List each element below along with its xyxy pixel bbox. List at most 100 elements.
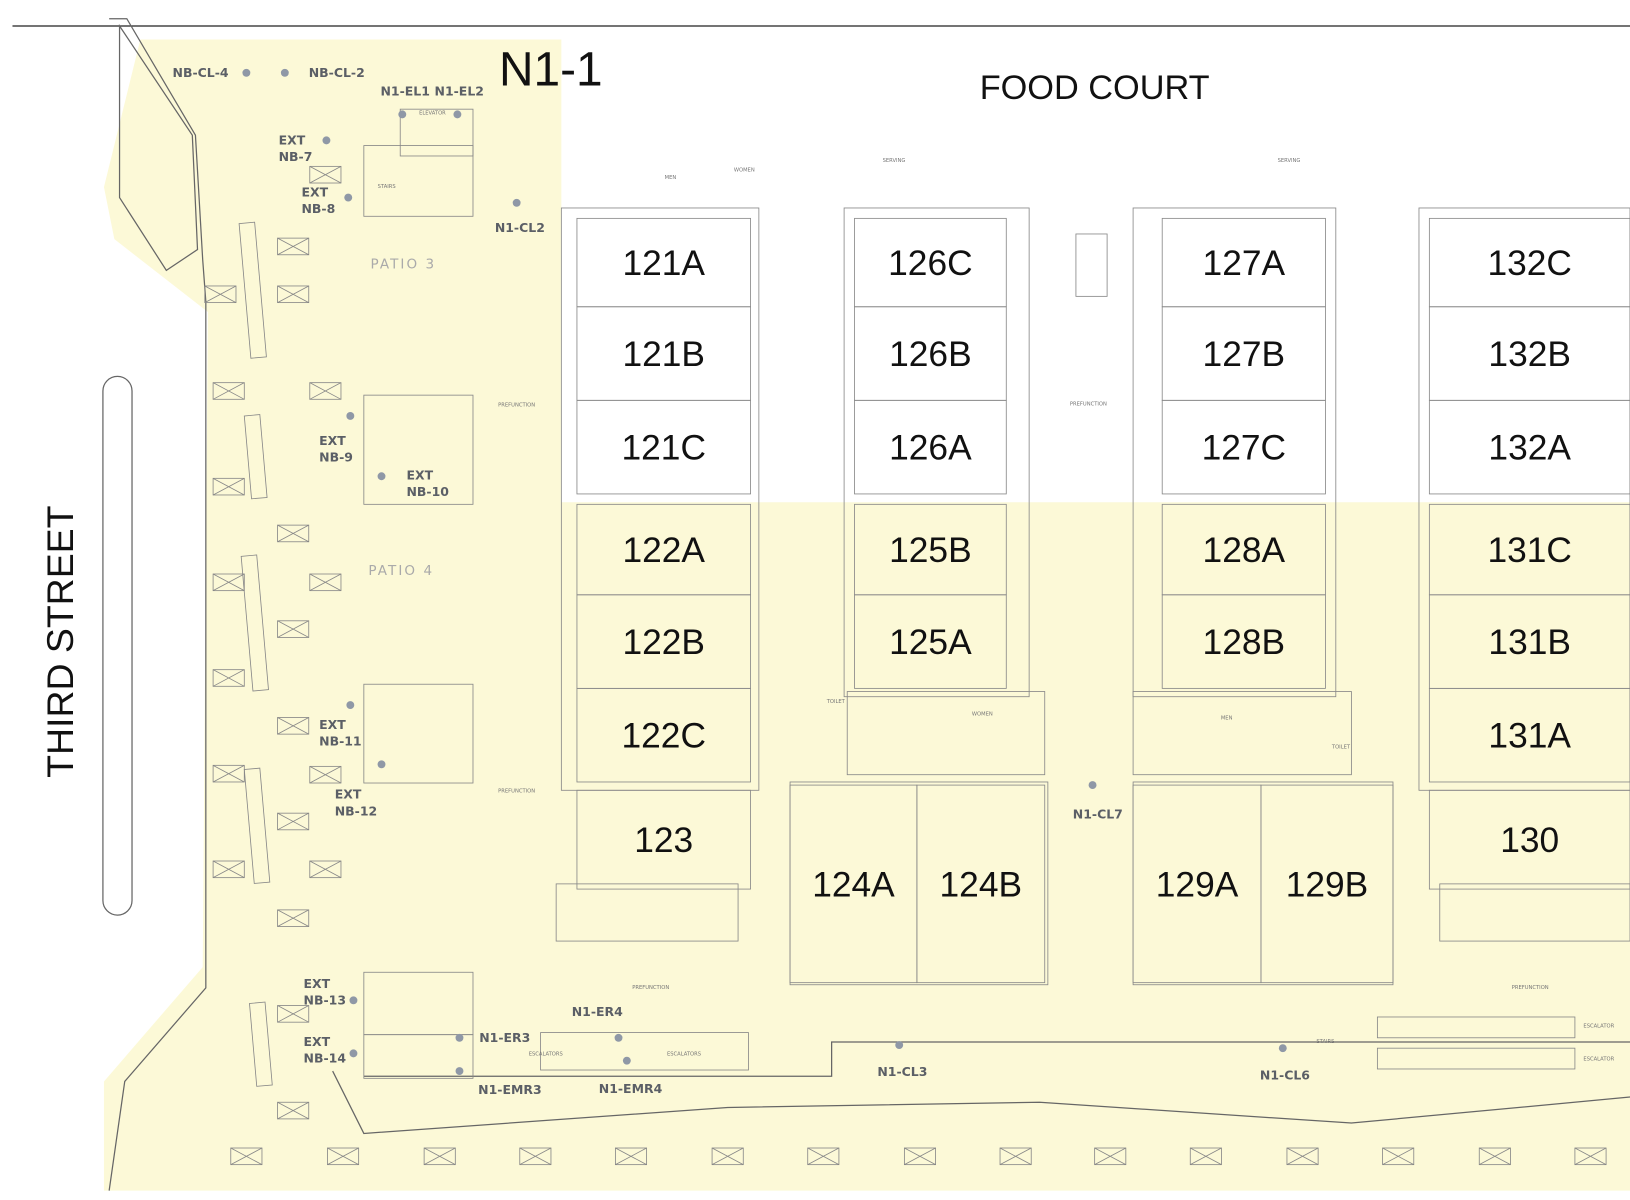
room-122c[interactable]: 122C	[576, 687, 751, 783]
room-125a[interactable]: 125A	[854, 594, 1007, 689]
location-dot[interactable]	[280, 68, 289, 77]
small-label: STAIRS	[1316, 1039, 1334, 1045]
planter-box	[277, 620, 310, 638]
location-dot[interactable]	[1088, 781, 1097, 790]
room-130[interactable]: 130	[1428, 789, 1630, 890]
room-121b[interactable]: 121B	[576, 306, 751, 401]
planter-box	[1094, 1147, 1127, 1166]
room-122a[interactable]: 122A	[576, 503, 751, 596]
location-n1-cl3[interactable]: N1-CL3	[877, 1041, 927, 1079]
room-123[interactable]: 123	[576, 789, 751, 890]
planter-box	[277, 1101, 310, 1120]
room-label: 122C	[622, 717, 706, 756]
location-dot[interactable]	[1278, 1044, 1287, 1053]
room-label: 123	[634, 821, 693, 860]
location-dot[interactable]	[455, 1033, 464, 1042]
room-121a[interactable]: 121A	[576, 217, 751, 308]
location-dot[interactable]	[377, 472, 386, 481]
planter-box	[1382, 1147, 1415, 1166]
planter-box	[309, 165, 342, 184]
room-131a[interactable]: 131A	[1428, 687, 1630, 783]
location-dot[interactable]	[377, 760, 386, 769]
location-dot[interactable]	[614, 1033, 623, 1042]
location-dot[interactable]	[346, 701, 355, 709]
location-label: N1-CL3	[877, 1064, 927, 1079]
location-dot[interactable]	[322, 136, 331, 145]
location-dot[interactable]	[455, 1067, 464, 1076]
room-126c[interactable]: 126C	[854, 217, 1007, 308]
location-n1-er4[interactable]: N1-ER4	[572, 1004, 623, 1042]
room-label: 122B	[622, 623, 705, 662]
room-122b[interactable]: 122B	[576, 594, 751, 689]
room-132b[interactable]: 132B	[1428, 306, 1630, 401]
location-n1-el2[interactable]: N1-EL2	[435, 84, 484, 119]
location-dot[interactable]	[242, 68, 251, 77]
location-n1-cl7[interactable]: N1-CL7	[1073, 781, 1123, 821]
planter-box	[309, 382, 342, 400]
room-131c[interactable]: 131C	[1428, 503, 1630, 596]
location-dot[interactable]	[349, 1049, 358, 1058]
planter-box	[309, 573, 342, 592]
room-127a[interactable]: 127A	[1161, 217, 1326, 308]
room-label: 132C	[1487, 244, 1571, 283]
room-127c[interactable]: 127C	[1161, 399, 1326, 495]
planter-box	[212, 669, 245, 687]
location-n1-emr3[interactable]: N1-EMR3	[455, 1067, 542, 1097]
location-dot[interactable]	[895, 1041, 904, 1050]
location-label: EXT	[304, 976, 331, 991]
location-dot[interactable]	[453, 110, 462, 119]
room-121c[interactable]: 121C	[576, 399, 751, 495]
room-124a[interactable]: 124A	[789, 784, 918, 984]
location-dot[interactable]	[349, 996, 358, 1005]
room-126a[interactable]: 126A	[854, 399, 1007, 495]
room-outline	[1161, 399, 1326, 495]
room-label: 130	[1500, 821, 1559, 860]
small-label: WOMEN	[972, 711, 993, 717]
location-label: EXT	[301, 185, 328, 200]
room-126b[interactable]: 126B	[854, 306, 1007, 401]
room-label: 132B	[1488, 335, 1571, 374]
room-128b[interactable]: 128B	[1161, 594, 1326, 689]
highlighted-zone[interactable]	[103, 39, 1630, 1191]
location-label: N1-CL7	[1073, 806, 1123, 821]
planter-box	[1189, 1147, 1222, 1166]
west-inner-wall	[118, 23, 199, 272]
location-dot[interactable]	[346, 411, 355, 420]
room-label: 126C	[888, 244, 972, 283]
planter-box	[212, 764, 245, 783]
south-curved-wall	[332, 1070, 1630, 1135]
location-n1-cl6[interactable]: N1-CL6	[1260, 1044, 1310, 1082]
room-132c[interactable]: 132C	[1428, 217, 1630, 308]
location-label: EXT	[304, 1034, 331, 1049]
room-129b[interactable]: 129B	[1260, 784, 1394, 984]
room-127b[interactable]: 127B	[1161, 306, 1326, 401]
planter-box	[1574, 1147, 1607, 1166]
room-128a[interactable]: 128A	[1161, 503, 1326, 596]
location-n1-er3[interactable]: N1-ER3	[455, 1030, 531, 1045]
wall-outline	[1376, 1047, 1576, 1070]
planter-box	[327, 1147, 360, 1166]
location-n1-el1[interactable]: N1-EL1	[380, 84, 430, 119]
location-dot[interactable]	[344, 193, 353, 202]
room-label: 127A	[1203, 244, 1286, 283]
location-n1-emr4[interactable]: N1-EMR4	[599, 1056, 663, 1096]
location-nb-cl-2[interactable]: NB-CL-2	[280, 65, 365, 80]
room-124b[interactable]: 124B	[916, 784, 1046, 984]
building-structures	[238, 108, 1630, 1087]
location-dot[interactable]	[622, 1056, 631, 1065]
location-dot[interactable]	[398, 110, 407, 119]
location-n1-cl2[interactable]: N1-CL2	[495, 198, 545, 235]
location-label: N1-ER3	[479, 1030, 530, 1045]
location-nb-cl-4[interactable]: NB-CL-4	[173, 65, 251, 80]
location-dot[interactable]	[512, 198, 521, 207]
room-132a[interactable]: 132A	[1428, 399, 1630, 495]
location-label: N1-CL2	[495, 220, 545, 235]
